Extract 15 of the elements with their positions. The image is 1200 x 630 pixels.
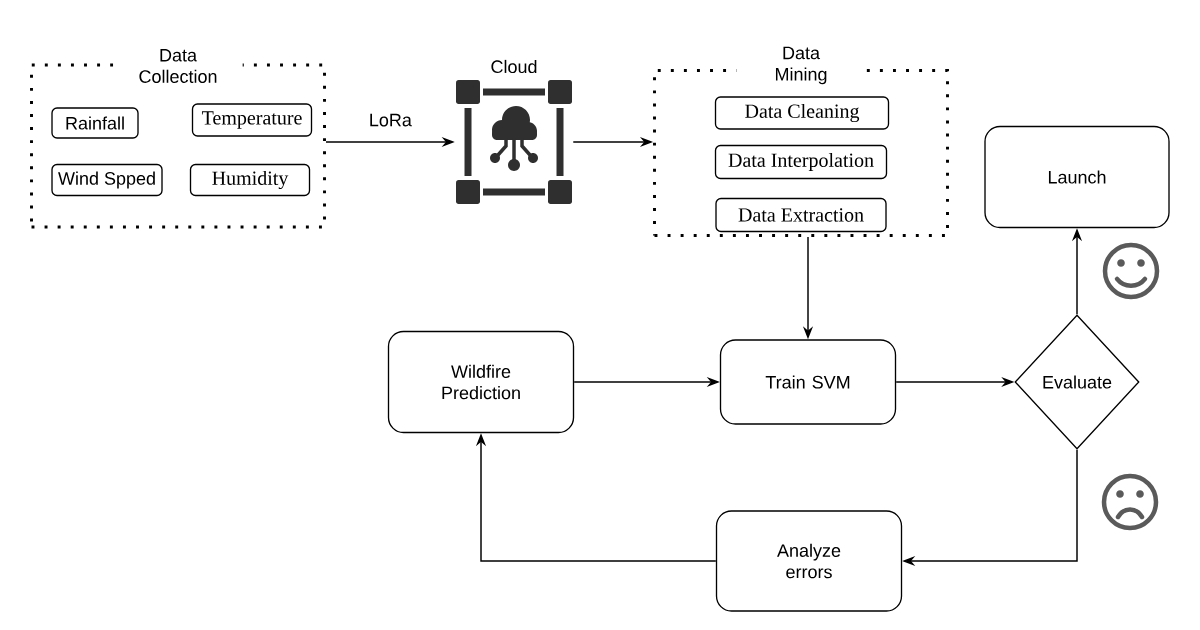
rounded-box: Data Interpolation [714,144,888,180]
rounded-box: Rainfall [51,107,139,139]
rounded-box: Data Cleaning [714,96,890,130]
picture-caption: Cloud [491,59,537,74]
process-box: Analyze errors [715,510,903,612]
process-box: Launch [984,125,1170,229]
process-box: Train SVM [719,339,897,425]
group-heading: Data Mining [736,45,866,86]
rounded-box: Wind Spped [51,163,163,197]
rounded-box: Data Extraction [715,197,887,233]
edge-label: LoRa [367,112,414,128]
rounded-box: Humidity [189,163,311,197]
process-box: Wildfire Prediction [387,330,575,434]
group-heading: Data Collection [113,47,243,85]
rounded-box: Temperature [191,103,313,137]
